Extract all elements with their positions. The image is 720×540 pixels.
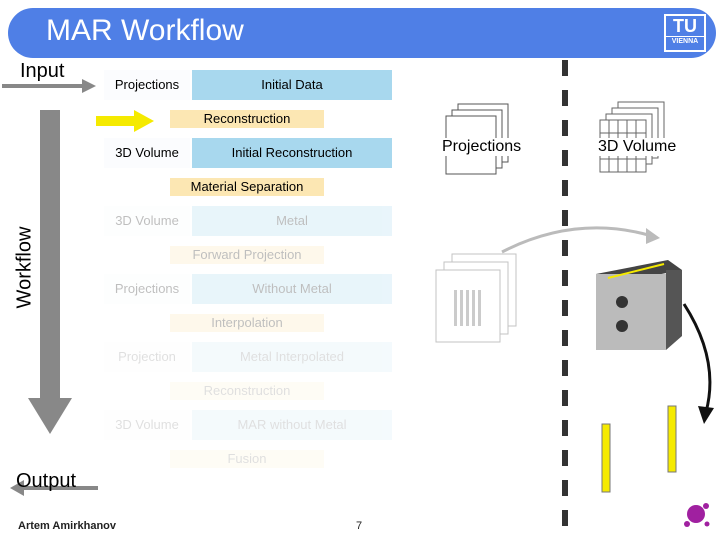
stage-2-left-box: 3D Volume xyxy=(104,138,190,168)
stage-3-group: 3D Volume Metal Forward Projection xyxy=(96,198,412,276)
yellow-arrow xyxy=(96,110,154,132)
stage-5-right-box: Metal Interpolated xyxy=(192,342,392,372)
splash-logo-icon xyxy=(684,503,710,527)
input-arrow xyxy=(2,79,96,93)
page-number: 7 xyxy=(356,520,363,532)
output-arrow xyxy=(10,480,98,496)
input-label: Input xyxy=(20,60,65,82)
projections-label: Projections xyxy=(440,138,524,156)
stage-1-step: Reconstruction xyxy=(170,110,324,128)
title-bar xyxy=(8,8,716,58)
stage-3-right-box: Metal xyxy=(192,206,392,236)
volume-label: 3D Volume xyxy=(596,138,679,156)
stage-5-group: Projection Metal Interpolated Reconstruc… xyxy=(96,334,412,412)
metal-projections-icon xyxy=(435,253,517,343)
output-label: Output xyxy=(16,470,77,492)
stage-4-group: Projections Without Metal Interpolation xyxy=(96,266,412,344)
stage-4-right-box: Without Metal xyxy=(192,274,392,304)
stage-3-step: Forward Projection xyxy=(170,246,324,264)
stage-5-step: Reconstruction xyxy=(170,382,324,400)
stage-1-left-box: Projections xyxy=(104,70,190,100)
metal-block-icon xyxy=(596,260,682,350)
stage-2-step: Material Separation xyxy=(170,178,324,196)
stage-4-left-box: Projections xyxy=(104,274,190,304)
stage-6-left-box: 3D Volume xyxy=(104,410,190,440)
logo-sub-text: VIENNA xyxy=(666,36,704,46)
logo-main-text: TU xyxy=(673,16,697,36)
curved-arrow-top xyxy=(501,226,660,254)
workflow-arrow xyxy=(28,110,72,434)
author-name: Artem Amirkhanov xyxy=(18,520,117,532)
stage-6-right-box: MAR without Metal xyxy=(192,410,392,440)
stage-6-step: Fusion xyxy=(170,450,324,468)
stage-2-right-box: Initial Reconstruction xyxy=(192,138,392,168)
slide-title: MAR Workflow xyxy=(46,14,244,47)
metal-bars-icon xyxy=(601,405,677,493)
curved-arrow-right xyxy=(682,303,714,424)
stage-5-left-box: Projection xyxy=(104,342,190,372)
stage-4-step: Interpolation xyxy=(170,314,324,332)
stage-6-group: 3D Volume MAR without Metal Fusion xyxy=(96,402,412,498)
stage-1-right-box: Initial Data xyxy=(192,70,392,100)
stage-3-left-box: 3D Volume xyxy=(104,206,190,236)
dashed-separator xyxy=(562,60,568,530)
workflow-label: Workflow xyxy=(13,226,36,309)
